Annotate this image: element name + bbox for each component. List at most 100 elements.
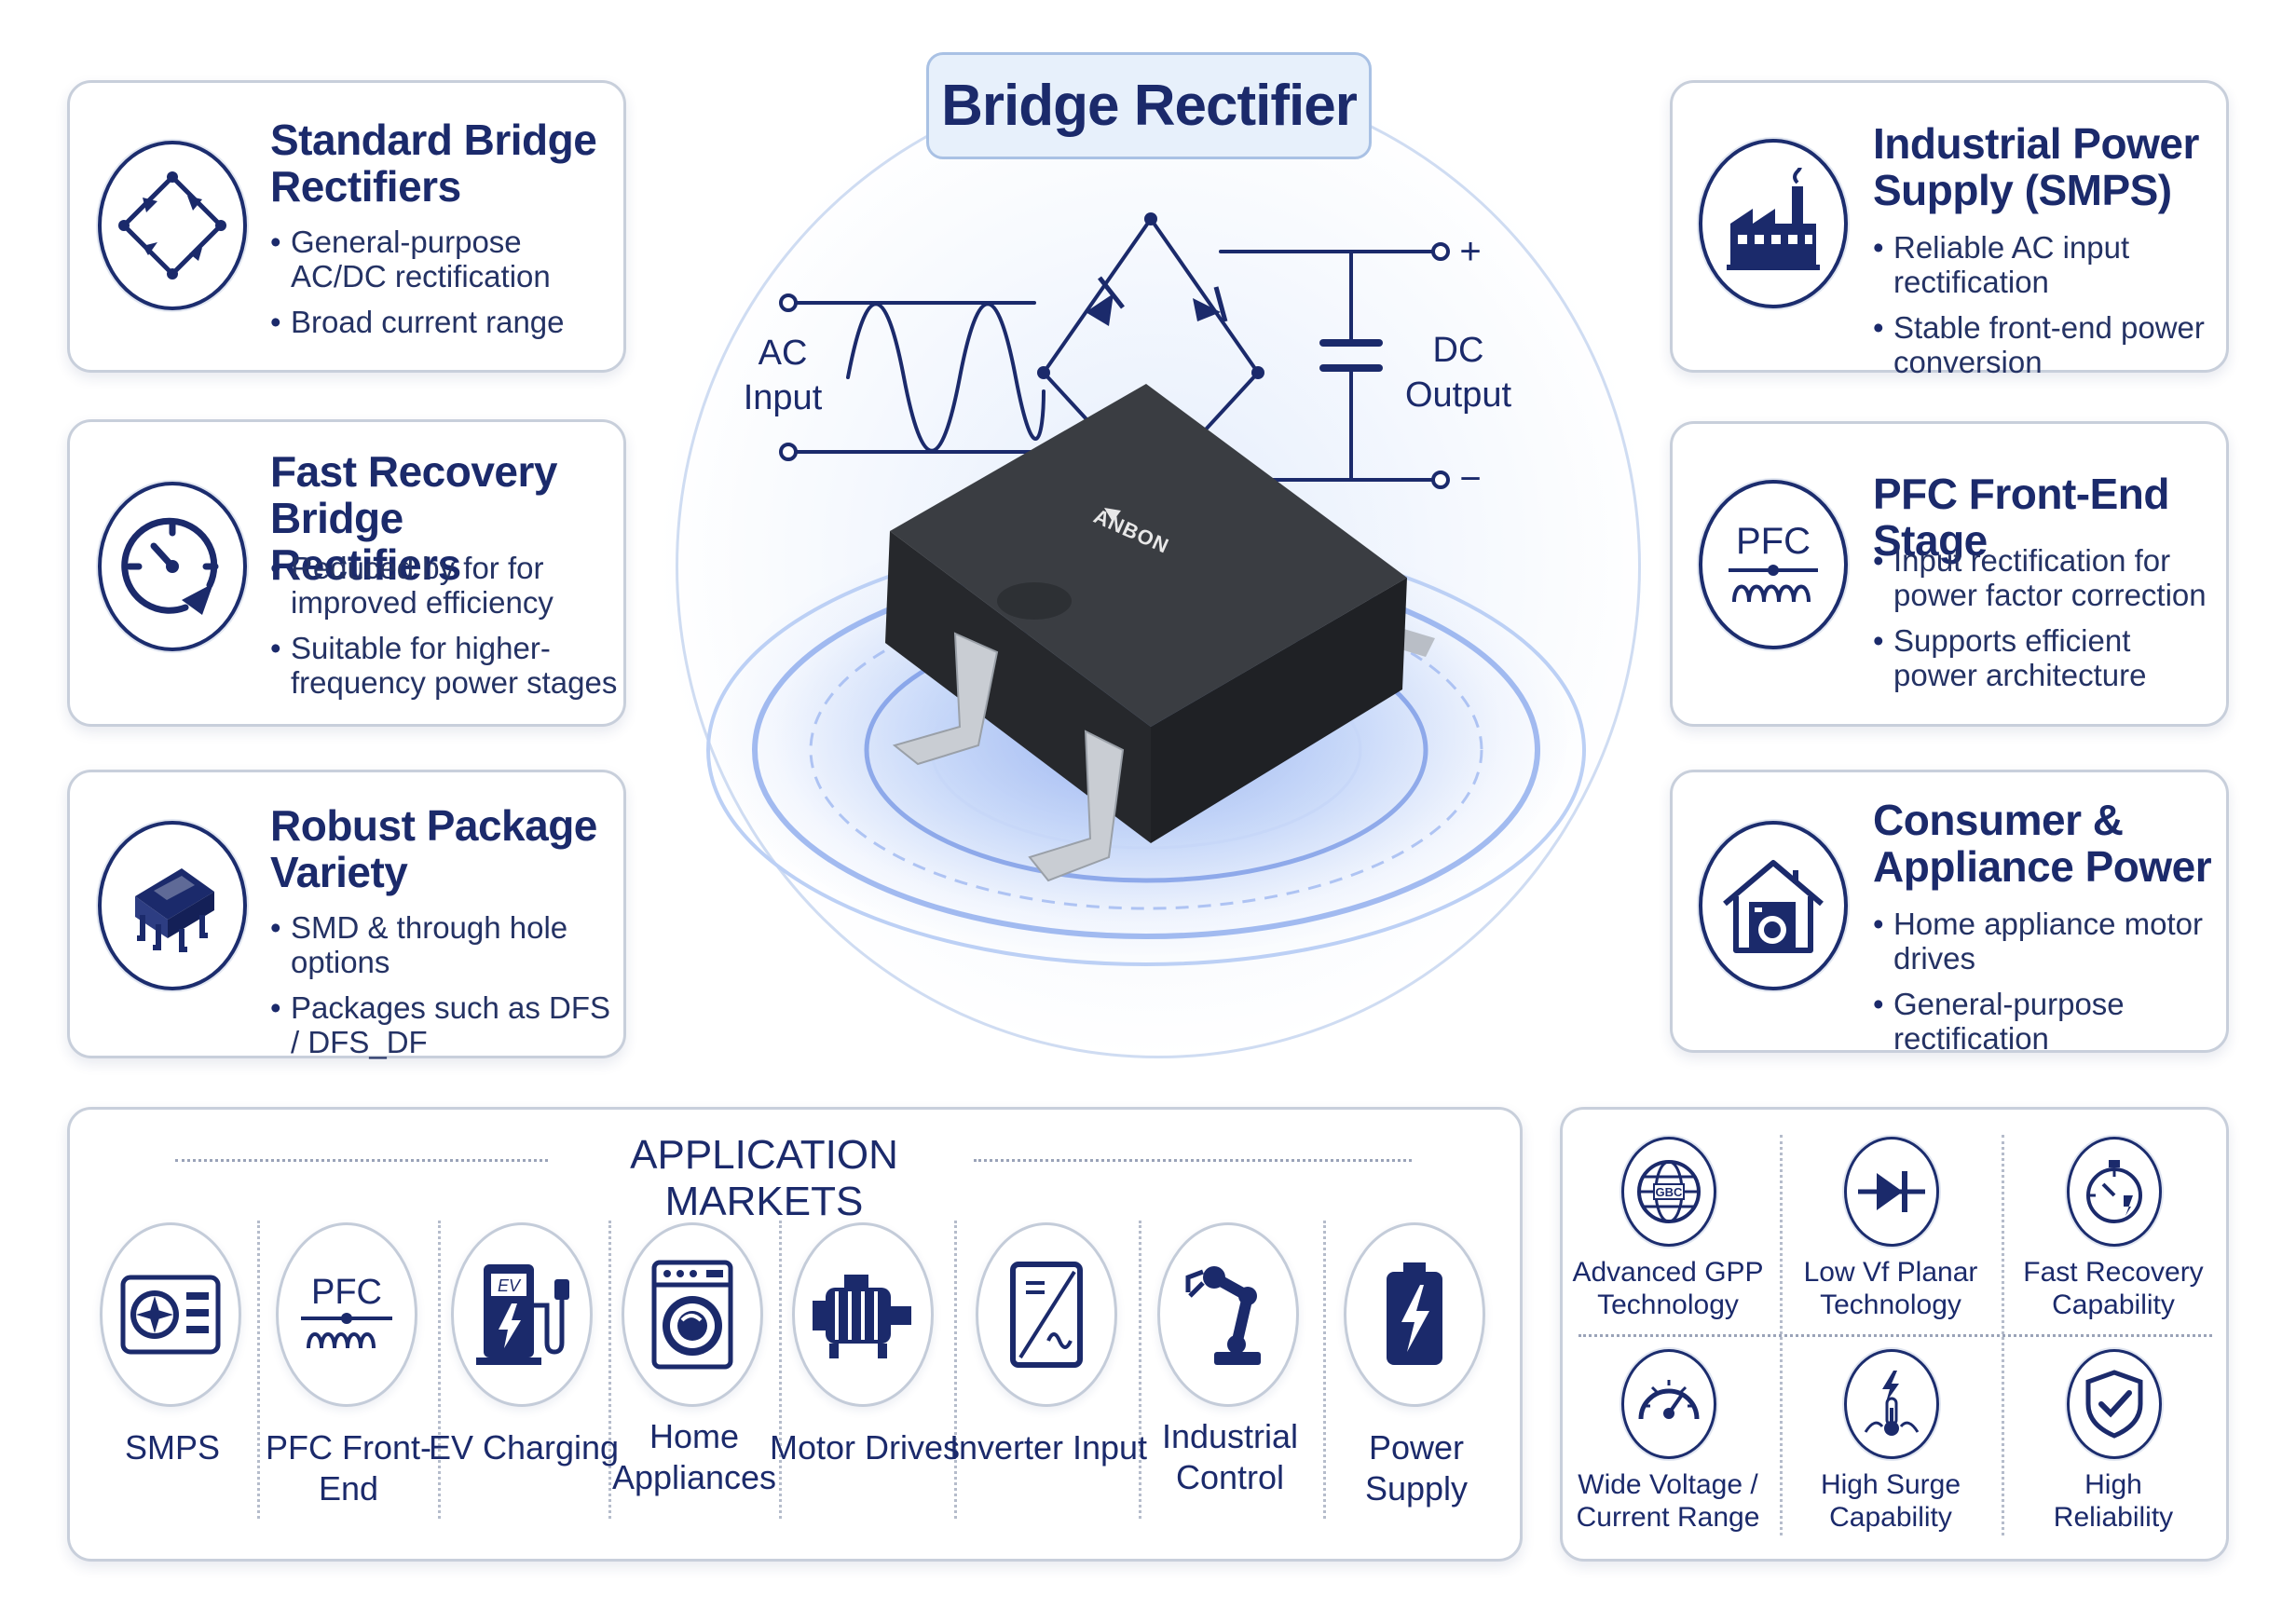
feature-label-line1: High Surge <box>1820 1469 1961 1500</box>
package-chip-icon <box>98 821 247 990</box>
diode-icon <box>1844 1137 1939 1247</box>
ac-label-line1: AC <box>758 334 808 373</box>
market-label: PFC Front-End <box>246 1427 451 1509</box>
ac-label-line2: Input <box>743 378 823 417</box>
card-bullets: Input rectification for power factor cor… <box>1873 543 2218 703</box>
page-title: Bridge Rectifier <box>941 74 1358 138</box>
market-label: Power Supply <box>1314 1427 1519 1509</box>
feature-label-line2: Capability <box>1829 1502 1952 1533</box>
gpp-icon-text: GBC <box>1656 1185 1684 1199</box>
card-bullets: Reliable AC input rectification Stable f… <box>1873 230 2218 390</box>
plus-terminal-label: + <box>1459 231 1482 272</box>
feature-label: High Reliability <box>1998 1468 2229 1534</box>
market-separator <box>1323 1221 1326 1519</box>
ev-icon-text: EV <box>498 1276 522 1295</box>
card-pfc-front-end: PFC PFC Front-End Stage Input rectificat… <box>1670 421 2229 727</box>
feature-label-line2: Technology <box>1820 1289 1961 1320</box>
market-item-home-appliances: Home Appliances <box>610 1211 778 1528</box>
market-label-line1: Inverter Input <box>949 1428 1148 1467</box>
market-separator <box>438 1221 441 1519</box>
market-item-motor-drives: Motor Drives <box>770 1211 960 1528</box>
market-label-line2: Control <box>1175 1458 1285 1496</box>
power-supply-unit-icon <box>100 1222 241 1407</box>
card-title-line2: Supply (SMPS) <box>1873 166 2172 214</box>
bullet-item: Packages such as DFS / DFS_DF <box>270 990 615 1059</box>
market-label: EV Charging <box>421 1427 626 1468</box>
card-title-line1: Robust Package <box>270 801 597 850</box>
bullet-item: Supports efficient power architecture <box>1873 623 2218 692</box>
card-package-variety: Robust Package Variety SMD & through hol… <box>67 770 626 1059</box>
dc-label-line1: DC <box>1432 331 1484 370</box>
card-bullets: SMD & through hole options Packages such… <box>270 910 615 1071</box>
bullet-item: General-purpose AC/DC rectification <box>270 225 606 293</box>
feature-label: Low Vf Planar Technology <box>1775 1256 2006 1321</box>
market-label-line1: Home <box>649 1417 740 1455</box>
market-label: Motor Drives <box>762 1427 967 1468</box>
pfc-icon-text: PFC <box>311 1273 382 1312</box>
shield-check-icon <box>2067 1349 2162 1459</box>
speedometer-icon <box>1621 1349 1716 1459</box>
bullet-item: Reduced by for for improved efficiency <box>270 551 624 620</box>
washing-machine-icon <box>622 1222 763 1407</box>
market-item-ev-charging: EV EV Charging <box>429 1211 619 1528</box>
card-bullets: General-purpose AC/DC rectification Broa… <box>270 225 606 350</box>
motor-icon <box>792 1222 934 1407</box>
card-bullets: Home appliance motor drives General-purp… <box>1873 907 2218 1067</box>
market-label-line1: Industrial <box>1161 1417 1299 1455</box>
market-item-power-supply: Power Supply <box>1332 1211 1500 1528</box>
divider-line <box>974 1159 1412 1162</box>
card-title-line1: Fast Recovery Bridge <box>270 447 558 542</box>
pfc-icon: PFC <box>1699 480 1848 649</box>
market-separator <box>257 1221 260 1519</box>
market-separator <box>608 1221 611 1519</box>
card-title-line2: Appliance Power <box>1873 842 2212 891</box>
feature-label: Advanced GPP Technology <box>1552 1256 1784 1321</box>
dc-output-label: DC Output <box>1398 328 1519 417</box>
card-title: Industrial Power Supply (SMPS) <box>1873 120 2199 213</box>
market-label: Home Appliances <box>592 1416 797 1498</box>
bullet-item: Reliable AC input rectification <box>1873 230 2218 299</box>
market-label: Industrial Control <box>1128 1416 1332 1498</box>
card-title-line2: Variety <box>270 848 408 896</box>
card-consumer-appliance: Consumer & Appliance Power Home applianc… <box>1670 770 2229 1056</box>
card-title-line1: Industrial Power <box>1873 119 2199 168</box>
dc-label-line2: Output <box>1404 375 1512 415</box>
feature-label-line1: High <box>2084 1469 2142 1500</box>
feature-label-line1: Fast Recovery <box>2023 1257 2204 1288</box>
ac-input-label: AC Input <box>736 331 829 420</box>
surge-thermometer-icon <box>1844 1349 1939 1459</box>
market-label-line2: Appliances <box>611 1458 777 1496</box>
pfc-icon-text: PFC <box>1736 521 1811 562</box>
house-washer-icon <box>1699 821 1848 990</box>
market-label: SMPS <box>70 1427 275 1468</box>
feature-label-line2: Technology <box>1597 1289 1739 1320</box>
card-title: Consumer & Appliance Power <box>1873 796 2212 891</box>
card-title-line2: Rectifiers <box>270 162 461 211</box>
feature-label-line1: Low Vf Planar <box>1803 1257 1978 1288</box>
bridge-diode-icon <box>98 141 247 310</box>
bullet-item: Home appliance motor drives <box>1873 907 2218 976</box>
market-separator <box>779 1221 782 1519</box>
market-label-line1: Power Supply <box>1364 1428 1469 1508</box>
stopwatch-icon <box>2067 1137 2162 1247</box>
card-fast-recovery: Fast Recovery Bridge Rectifiers Reduced … <box>67 419 626 727</box>
bullet-item: Stable front-end power conversion <box>1873 310 2218 379</box>
battery-icon <box>1344 1222 1485 1407</box>
feature-label-line1: Wide Voltage / <box>1578 1469 1758 1500</box>
inverter-icon <box>976 1222 1117 1407</box>
market-label-line1: Motor Drives <box>769 1428 961 1467</box>
feature-label-line2: Capability <box>2052 1289 2175 1320</box>
globe-gpp-icon: GBC <box>1621 1137 1716 1247</box>
bridge-circuit-diagram <box>779 212 1450 491</box>
rectifier-chip <box>885 384 1435 882</box>
title-banner: Bridge Rectifier <box>926 52 1372 159</box>
feature-label-line1: Advanced GPP <box>1572 1257 1764 1288</box>
card-title-line1: Consumer & <box>1873 796 2124 844</box>
feature-divider <box>1578 1334 2212 1337</box>
factory-icon <box>1699 139 1848 308</box>
bullet-item: General-purpose rectification <box>1873 987 2218 1056</box>
divider-line <box>175 1159 548 1162</box>
market-label-line1: PFC Front-End <box>265 1428 431 1508</box>
ev-charger-icon: EV <box>451 1222 593 1407</box>
market-label: Inverter Input <box>946 1427 1151 1468</box>
